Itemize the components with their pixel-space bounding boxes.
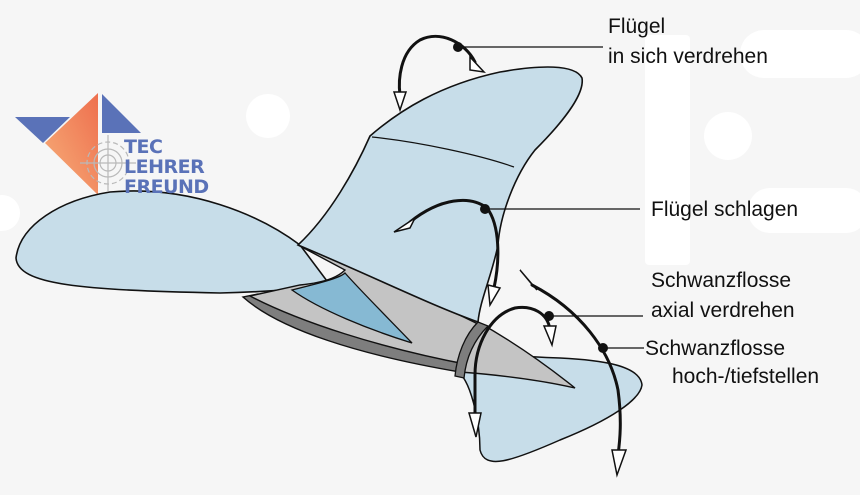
label-wing-flap: Flügel schlagen [651,198,799,221]
label-tail-updown-line1: Schwanzflosse [645,337,786,360]
tail-updown-arrow [530,283,622,457]
arrowhead [392,91,408,113]
background-watermark [0,30,860,265]
arrowhead [519,269,538,291]
gear-icon [80,135,136,191]
body-window [290,272,413,344]
anchor-dot [598,343,608,353]
logo-triangle-orange [45,93,98,195]
main-wing [296,66,583,324]
anchor-dot [480,204,490,214]
arrowhead [487,284,502,308]
label-wing-twist-line2: in sich verdrehen [608,45,768,68]
arrowhead [468,412,482,438]
anchor-dot [453,42,463,52]
arrowhead [469,55,486,74]
left-wing [15,190,332,294]
tail-axial-arrow [473,305,552,420]
label-tail-axial-line2: axial verdrehen [651,299,795,322]
arrowhead [611,449,628,478]
label-tail-updown-line2: hoch-/tiefstellen [672,365,820,388]
tail-fin [457,349,643,463]
arrowhead [393,215,417,233]
logo-text-line3: FREUND [124,176,209,198]
logo-triangle-left [15,117,70,143]
label-tail-axial-line1: Schwanzflosse [651,269,792,292]
arrowhead [542,325,557,348]
logo [15,93,141,195]
logo-text-line1: TEC [124,136,163,158]
wing-fold-line [371,136,515,168]
tail-cone [459,320,576,389]
anchor-dot [544,311,554,321]
tail-joint-ring [454,321,490,379]
label-wing-twist-line1: Flügel [608,15,666,38]
logo-text-line2: LEHRER [124,156,205,178]
logo-triangle-right [102,94,141,133]
